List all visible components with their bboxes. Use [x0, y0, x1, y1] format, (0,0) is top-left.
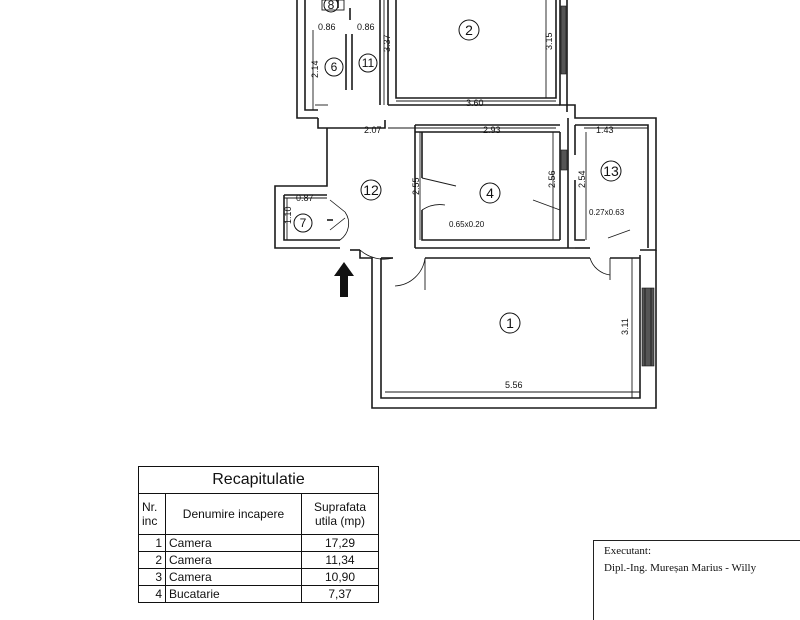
room-13-label: 13 — [603, 163, 619, 179]
dim-label: 2.93 — [483, 125, 501, 135]
col-name-header: Denumire incapere — [165, 493, 302, 535]
executant-label: Executant: — [604, 545, 652, 557]
dim-label: 3.11 — [620, 318, 630, 335]
dim-label: 2.55 — [411, 177, 421, 195]
dim-label: 2.07 — [364, 125, 382, 135]
room-6-label: 6 — [331, 60, 338, 74]
dim-label: 3.15 — [544, 32, 554, 50]
dim-label: 2.54 — [577, 170, 587, 188]
dimension-labels: 0.86 0.86 3.37 2.14 3.15 3.60 2.07 2.93 … — [283, 22, 630, 390]
executant-name: Dipl.-Ing. Mureșan Marius - Willy — [604, 562, 757, 574]
room-8-label: 8 — [328, 0, 335, 12]
row-nr: 2 — [138, 551, 166, 569]
recap-title: Recapitulatie — [138, 466, 379, 494]
row-name: Camera — [165, 551, 302, 569]
row-name: Bucatarie — [165, 585, 302, 603]
row-area: 10,90 — [301, 568, 379, 586]
table-row: 1 Camera 17,29 — [138, 534, 379, 552]
room-11-label: 11 — [362, 56, 375, 70]
table-row: 3 Camera 10,90 — [138, 568, 379, 586]
row-area: 11,34 — [301, 551, 379, 569]
walls — [274, 0, 657, 409]
table-row: 2 Camera 11,34 — [138, 551, 379, 569]
room-1-label: 1 — [506, 315, 514, 331]
row-area: 17,29 — [301, 534, 379, 552]
col-nr-header: Nr. inc — [138, 493, 166, 535]
entrance-arrow-icon — [334, 262, 354, 297]
dim-label: 2.14 — [310, 60, 320, 78]
dim-label: 0.27x0.63 — [589, 208, 625, 217]
room-4-label: 4 — [486, 185, 494, 201]
col-area-header: Suprafata utila (mp) — [301, 493, 379, 535]
room-7-label: 7 — [300, 216, 307, 230]
dimension-lines — [284, 0, 648, 398]
row-name: Camera — [165, 534, 302, 552]
row-name: Camera — [165, 568, 302, 586]
table-row: 4 Bucatarie 7,37 — [138, 585, 379, 603]
dim-label: 0.65x0.20 — [449, 220, 485, 229]
room-12-label: 12 — [363, 182, 379, 198]
row-nr: 3 — [138, 568, 166, 586]
dim-label: 0.86 — [318, 22, 336, 32]
dim-label: 2.56 — [547, 170, 557, 188]
dim-label: 0.86 — [357, 22, 375, 32]
dim-label: 3.60 — [466, 98, 484, 108]
dim-label: 0.87 — [296, 193, 314, 203]
doors — [315, 104, 631, 290]
floor-plan: 2 8 6 11 12 4 13 7 1 0.86 0.86 3.37 2.14… — [274, 0, 657, 409]
executant-box: Executant: Dipl.-Ing. Mureșan Marius - W… — [593, 540, 800, 620]
windows — [560, 5, 655, 367]
room-labels: 2 8 6 11 12 4 13 7 1 — [293, 0, 622, 334]
row-nr: 1 — [138, 534, 166, 552]
dim-label: 3.37 — [382, 34, 392, 52]
room-2-label: 2 — [465, 22, 473, 38]
recap-table: Recapitulatie Nr. inc Denumire incapere … — [138, 466, 379, 603]
dim-label: 1.10 — [283, 206, 293, 224]
dim-label: 5.56 — [505, 380, 523, 390]
dim-label: 1.43 — [596, 125, 614, 135]
